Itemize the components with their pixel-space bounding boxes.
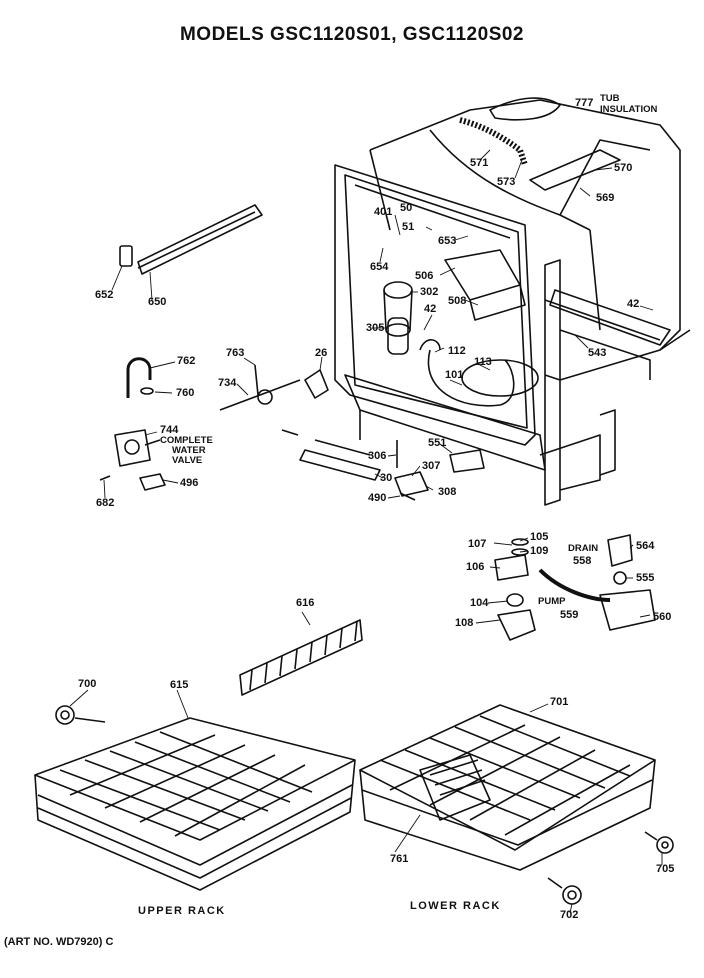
part-label-558: 558 [573,555,592,567]
part-label-30: 30 [380,472,393,484]
drain-label: DRAIN [568,543,599,554]
part-label-104: 104 [470,597,489,609]
part-label-42-a: 42 [424,303,437,315]
part-label-573: 573 [497,176,516,188]
part-label-508: 508 [448,295,467,307]
upper-rack-caption: UPPER RACK [138,905,226,917]
complete-water-valve-label-3: VALVE [172,455,203,466]
part-label-105: 105 [530,531,549,543]
part-label-113: 113 [474,356,492,368]
part-label-106: 106 [466,561,485,573]
part-label-306: 306 [368,450,387,462]
part-label-734: 734 [218,377,237,389]
complete-water-valve-label-2: WATER [172,445,206,456]
part-label-650: 650 [148,296,167,308]
part-label-570: 570 [614,162,633,174]
part-label-305: 305 [366,322,385,334]
part-label-777: 777 [575,97,594,109]
part-label-101: 101 [445,369,464,381]
part-label-744: 744 [160,424,179,436]
part-label-490: 490 [368,492,387,504]
part-label-302: 302 [420,286,439,298]
part-label-569: 569 [596,192,615,204]
art-number: (ART NO. WD7920) C [4,936,114,948]
part-label-401: 401 [374,206,393,218]
part-label-705: 705 [656,863,675,875]
lower-rack-caption: LOWER RACK [410,900,501,912]
lower-rack-drawing [359,704,674,905]
upper-rack-drawing [34,705,356,891]
tub-insulation-label-2: INSULATION [600,104,658,115]
part-label-108: 108 [455,617,474,629]
tub-insulation-label-1: TUB [600,93,620,104]
part-label-559: 559 [560,609,579,621]
part-label-51: 51 [402,221,415,233]
part-label-653: 653 [438,235,457,247]
page-title: MODELS GSC1120S01, GSC1120S02 [179,24,524,45]
part-label-760: 760 [176,387,195,399]
leader-lines [69,102,663,914]
part-label-615: 615 [170,679,189,691]
part-label-761: 761 [390,853,409,865]
part-label-616: 616 [296,597,315,609]
part-label-700: 700 [78,678,97,690]
part-label-555: 555 [636,572,655,584]
pump-parts [494,534,656,641]
part-label-652: 652 [95,289,114,301]
part-label-682: 682 [96,497,115,509]
part-label-701: 701 [550,696,569,708]
part-label-26: 26 [315,347,328,359]
part-label-109: 109 [530,545,549,557]
part-label-763: 763 [226,347,245,359]
part-label-496: 496 [180,477,199,489]
part-label-107: 107 [468,538,487,550]
complete-water-valve-label-1: COMPLETE [160,435,213,446]
part-label-42-b: 42 [627,298,640,310]
left-parts [99,204,485,501]
part-label-560: 560 [653,611,672,623]
part-label-654: 654 [370,261,389,273]
pump-label: PUMP [538,596,566,607]
part-label-564: 564 [636,540,655,552]
tine-row-616 [239,619,363,696]
part-label-571: 571 [470,157,489,169]
part-label-307: 307 [422,460,441,472]
part-label-543: 543 [588,347,607,359]
part-label-702: 702 [560,909,579,921]
part-label-50: 50 [400,202,413,214]
part-label-112: 112 [448,345,466,357]
part-label-506: 506 [415,270,434,282]
part-label-551: 551 [428,437,447,449]
part-label-762: 762 [177,355,196,367]
part-label-308: 308 [438,486,457,498]
